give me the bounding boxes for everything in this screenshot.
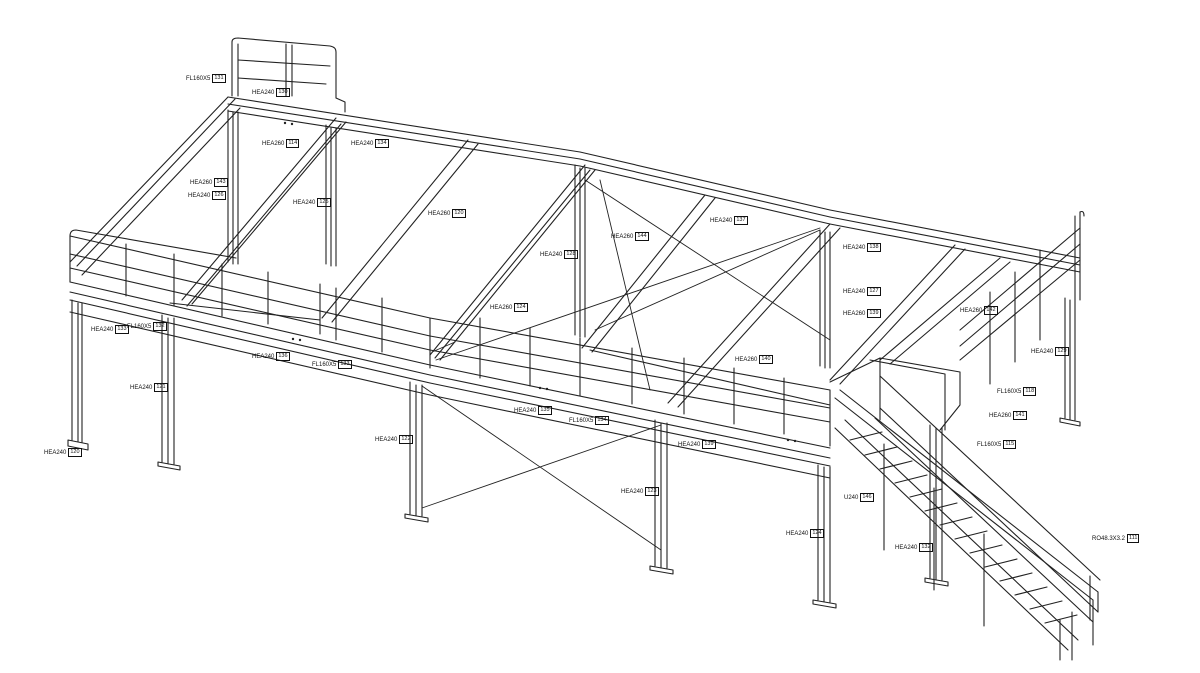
bolt-marks [283, 121, 797, 443]
cross-bracing [421, 179, 831, 551]
transverse-beams [181, 117, 1011, 408]
mid-beam [169, 302, 831, 406]
columns [67, 109, 1081, 609]
stair-landing [829, 357, 961, 431]
left-edge-beam [69, 96, 241, 276]
staircase [834, 375, 1101, 661]
back-left-railing [231, 37, 337, 99]
right-railing [869, 210, 1085, 431]
front-railing [69, 229, 831, 447]
front-edge-beam [69, 281, 831, 479]
back-beams [227, 96, 1081, 273]
